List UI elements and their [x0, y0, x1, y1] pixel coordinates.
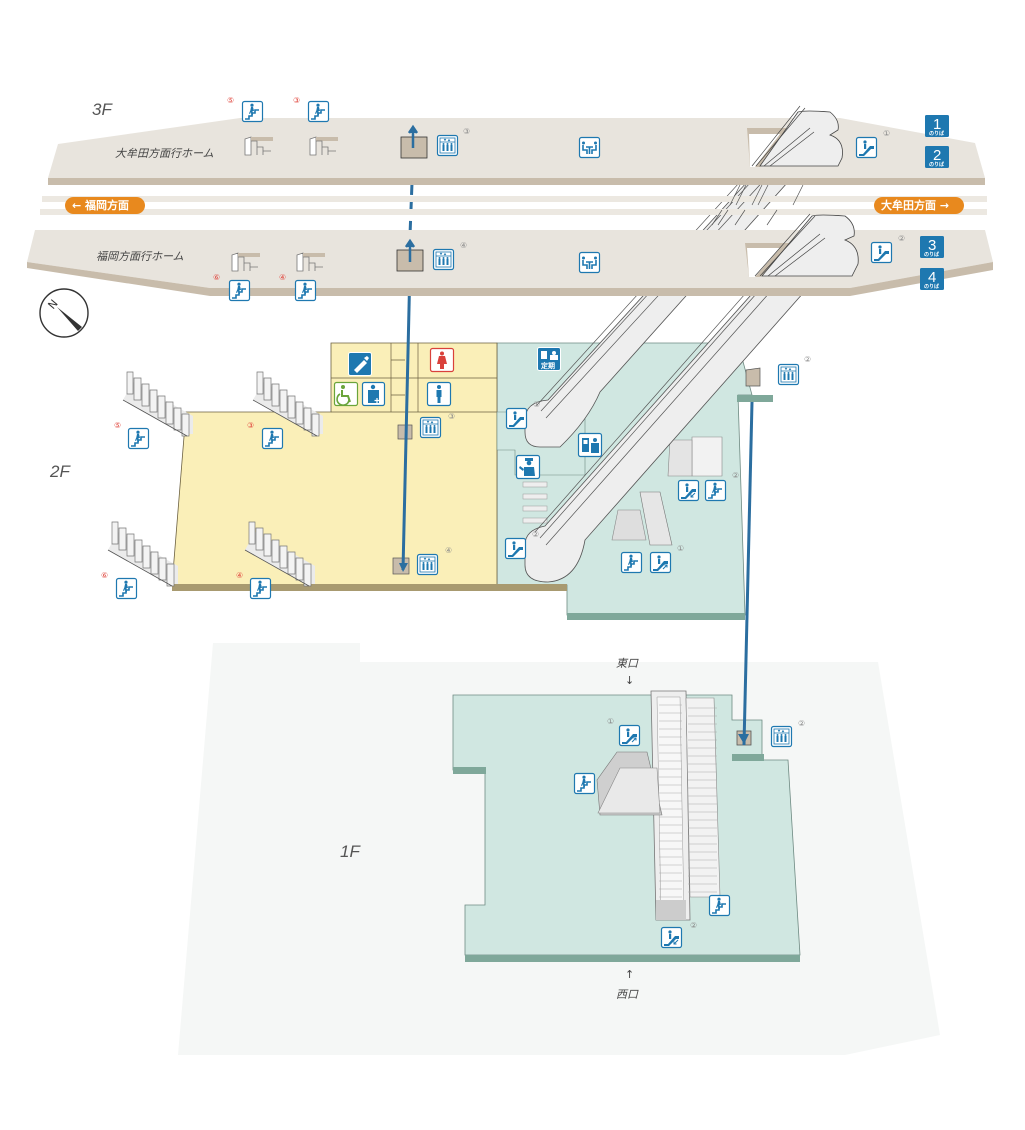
waiting-room-icon-lower[interactable]: [578, 251, 601, 274]
elevator-icon-2f-4[interactable]: [416, 553, 439, 576]
stairs-icon-3f-5[interactable]: [241, 100, 264, 123]
platform-badge-3-number: 3: [928, 237, 936, 254]
toilet-male-icon[interactable]: [426, 381, 452, 407]
platform-badge-1: 1 のりば: [925, 115, 949, 137]
stairs-icon-3f-6[interactable]: [228, 279, 251, 302]
staircase-2f-6: [107, 521, 179, 587]
platform-badge-3: 3 のりば: [920, 236, 944, 258]
platform-badge-3-sub: のりば: [924, 251, 939, 258]
direction-fukuoka: ← 福岡方面: [65, 197, 145, 214]
exit-west-arrow: ↑: [625, 968, 634, 981]
marker-stairs-2f-6: ⑥: [101, 571, 108, 580]
elevator-icon-2f-2[interactable]: [777, 363, 800, 386]
escalator-opening-upper: [747, 105, 843, 167]
exit-east-arrow: ↓: [625, 674, 634, 687]
platform-badge-4-sub: のりば: [924, 283, 939, 290]
ticket-machine-icon[interactable]: [577, 432, 603, 458]
marker-elevator-3f-4: ④: [460, 241, 467, 250]
exit-east-label: 東口: [616, 657, 639, 670]
stairs-icon-3f-3[interactable]: [307, 100, 330, 123]
stairs-icon-2f-east-2[interactable]: [704, 479, 727, 502]
crosswalk-stripes: [522, 481, 548, 524]
marker-stairs-2f-east-1: ①: [677, 544, 684, 553]
platform-badge-1-number: 1: [933, 116, 941, 133]
commuter-pass-label: 定期: [541, 361, 555, 370]
stairs-icon-3f-4[interactable]: [294, 279, 317, 302]
stairs-icon-1f[interactable]: [573, 772, 596, 795]
marker-escalator-1f-2: ②: [690, 921, 697, 930]
marker-stairs-3f-4: ④: [279, 273, 286, 282]
staircase-2f-east: [611, 436, 723, 546]
commuter-pass-office-icon[interactable]: 定期: [537, 347, 561, 371]
marker-elevator-1f-2: ②: [798, 719, 805, 728]
floor-label-1f: 1F: [340, 842, 361, 861]
baby-bottle-icon[interactable]: [348, 352, 372, 376]
station-staff-icon[interactable]: [515, 454, 541, 480]
marker-escalator-3f-2: ②: [898, 234, 905, 243]
platform-badge-4: 4 のりば: [920, 268, 944, 290]
escalator-track-crossing: [711, 184, 804, 226]
escalator-icon-2f-2[interactable]: [504, 537, 527, 560]
escalator-1f: [596, 690, 721, 921]
floor-label-2f: 2F: [49, 462, 71, 481]
platform-lower-label: 福岡方面行ホーム: [96, 250, 184, 263]
compass-north-icon: N: [39, 288, 89, 338]
marker-elevator-2f-4: ④: [445, 546, 452, 555]
marker-stairs-2f-5: ⑤: [114, 421, 121, 430]
staircase-2f-5: [122, 371, 194, 437]
direction-omuta-label: 大牟田方面 →: [881, 198, 949, 212]
stairs-icon-2f-5[interactable]: [127, 427, 150, 450]
elevator-arrow-2f-4: [399, 563, 408, 572]
platform-badge-1-sub: のりば: [929, 130, 944, 137]
marker-escalator-1f-1: ①: [607, 717, 614, 726]
platform-upper-label: 大牟田方面行ホーム: [115, 147, 214, 160]
escalator-opening-lower: [745, 213, 859, 277]
toilet-female-icon[interactable]: [429, 347, 455, 373]
elevator-arrow-1f-2: [738, 734, 749, 744]
marker-stairs-3f-3: ③: [293, 96, 300, 105]
elevator-up-arrow-3f-3: [407, 124, 419, 148]
stairs-icon-2f-6[interactable]: [115, 577, 138, 600]
escalator-icon-3f-2[interactable]: [870, 241, 893, 264]
escalator-up-icon-1f-1[interactable]: [620, 726, 640, 746]
floor-label-3f: 3F: [92, 100, 113, 119]
marker-stairs-2f-east-2: ②: [732, 471, 739, 480]
accessible-toilet-icon[interactable]: [333, 381, 359, 407]
platform-badge-2-number: 2: [933, 147, 941, 164]
marker-escalator-2f-2: ②: [532, 530, 539, 539]
marker-stairs-2f-3: ③: [247, 421, 254, 430]
escalator-icon-2f-1[interactable]: [505, 407, 528, 430]
escalator-down-icon-1f-2[interactable]: [662, 928, 682, 948]
waiting-room-icon-upper[interactable]: [578, 136, 601, 159]
platform-badge-2: 2 のりば: [925, 146, 949, 168]
direction-fukuoka-label: ← 福岡方面: [72, 198, 129, 212]
stairs-icon-1f-2[interactable]: [708, 894, 731, 917]
escalator-icon-3f-1[interactable]: [855, 136, 878, 159]
direction-omuta: 大牟田方面 →: [874, 197, 964, 214]
tracks: [40, 196, 987, 215]
elevator-icon-3f-3[interactable]: [436, 134, 459, 157]
platform-badge-2-sub: のりば: [929, 161, 944, 168]
escalator-down-icon-2f-2[interactable]: [679, 481, 699, 501]
elevator-icon-2f-3[interactable]: [419, 416, 442, 439]
elevator-icon-3f-4[interactable]: [432, 248, 455, 271]
marker-elevator-2f-3: ③: [448, 412, 455, 421]
elevator-shaft-2f-2: [745, 367, 761, 387]
exit-west-label: 西口: [616, 988, 639, 1001]
stairs-icon-2f-east-1[interactable]: [620, 551, 643, 574]
elevator-icon-1f-2[interactable]: [770, 725, 793, 748]
marker-stairs-2f-4: ④: [236, 571, 243, 580]
marker-elevator-3f-3: ③: [463, 127, 470, 136]
escalator-up-icon-2f-east-1[interactable]: [651, 553, 671, 573]
marker-stairs-3f-5: ⑤: [227, 96, 234, 105]
marker-elevator-2f-2: ②: [804, 355, 811, 364]
marker-escalator-3f-1: ①: [883, 129, 890, 138]
stairs-icon-2f-4[interactable]: [249, 577, 272, 600]
elevator-up-arrow-3f-4: [404, 238, 416, 262]
ostomate-icon[interactable]: [361, 381, 386, 407]
platform-badge-4-number: 4: [928, 269, 936, 286]
stairs-icon-2f-3[interactable]: [261, 427, 284, 450]
marker-stairs-3f-6: ⑥: [213, 273, 220, 282]
marker-escalator-2f-1: ①: [533, 400, 540, 409]
